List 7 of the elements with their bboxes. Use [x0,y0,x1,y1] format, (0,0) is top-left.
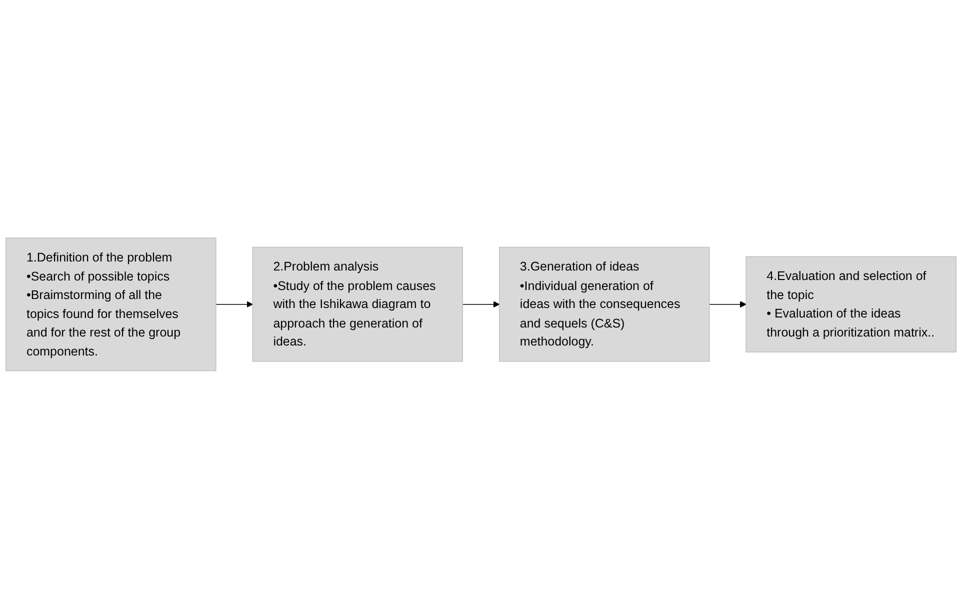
node-box: 1.Definition of the problem •Search of possible topics •Braimstorming of all the topics found for themselves and for the rest of the group components. [6,237,216,371]
arrow [462,300,500,308]
arrow [216,300,253,308]
node-box: 2.Problem analysis •Study of the problem causes with the Ishikawa diagram to approach the generation of ideas. [252,246,464,362]
node-box: 4.Evaluation and selection of the topic • Evaluation of the ideas through a prioritization matrix.. [746,256,956,352]
node-box: 3.Generation of ideas •Individual generation of ideas with the consequences and sequels (C&S) methodology. [498,246,710,362]
arrow [709,300,746,308]
